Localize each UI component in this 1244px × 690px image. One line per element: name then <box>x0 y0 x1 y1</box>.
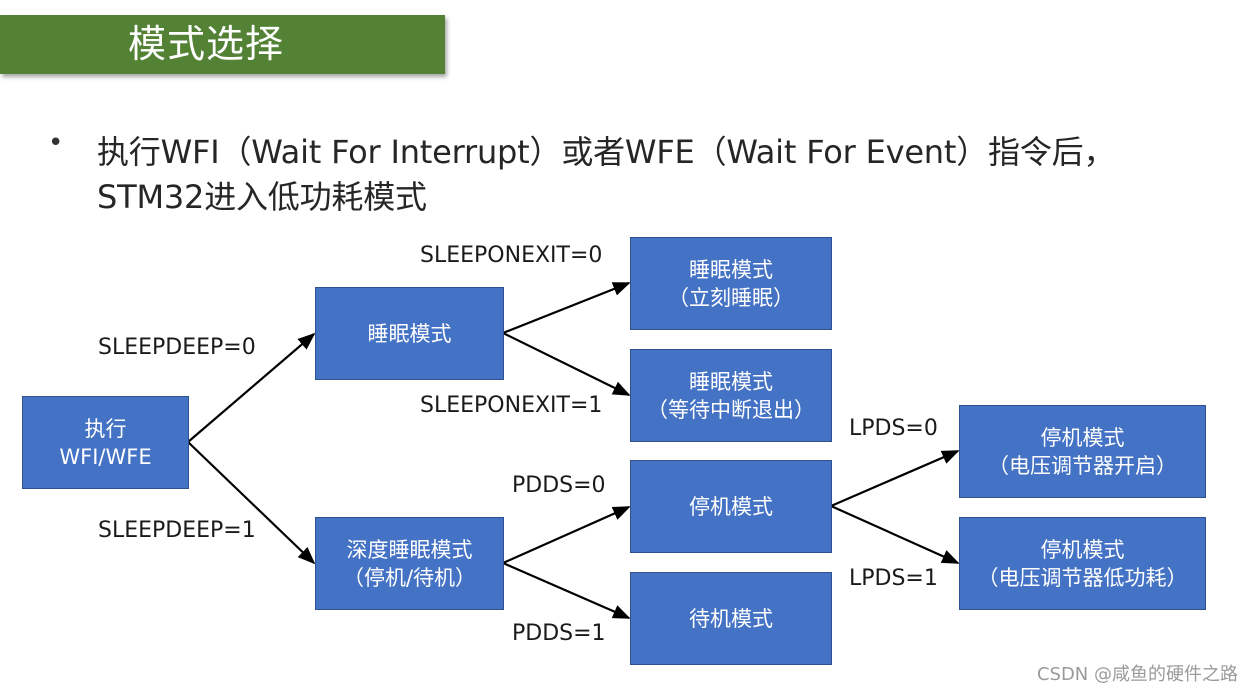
node-sleep-now: 睡眠模式 （立刻睡眠） <box>630 237 832 330</box>
node-sleepnow-line1: 睡眠模式 <box>689 257 773 282</box>
title-bar: 模式选择 <box>0 15 445 74</box>
arrow-sleep-to-sleepnow <box>502 281 631 335</box>
label-lpds-1: LPDS=1 <box>849 566 938 591</box>
label-pdds-0: PDDS=0 <box>512 473 606 498</box>
node-sleepnow-line2: （立刻睡眠） <box>668 285 794 310</box>
label-sleeponexit-0: SLEEPONEXIT=0 <box>420 243 603 268</box>
node-sleep-mode: 睡眠模式 <box>315 287 504 380</box>
arrow-sleep-to-sleepexit <box>502 332 631 396</box>
label-sleeponexit-1: SLEEPONEXIT=1 <box>420 393 603 418</box>
bullet-line-1: 执行WFI（Wait For Interrupt）或者WFE（Wait For … <box>97 133 1116 171</box>
node-deepsleep-line1: 深度睡眠模式 <box>346 537 473 562</box>
watermark: CSDN @咸鱼的硬件之路 <box>1036 664 1238 685</box>
arrow-exec-to-sleep <box>187 332 316 443</box>
node-reglow-line1: 停机模式 <box>1040 537 1125 562</box>
node-standby-mode: 待机模式 <box>630 572 832 665</box>
node-stop-line1: 停机模式 <box>689 494 773 519</box>
node-stop-regulator-low: 停机模式 （电压调节器低功耗） <box>959 517 1206 610</box>
node-sleepexit-line1: 睡眠模式 <box>689 369 773 394</box>
label-pdds-1: PDDS=1 <box>512 621 606 646</box>
node-exec-line2: WFI/WFE <box>59 444 152 469</box>
node-exec-wfi-wfe: 执行 WFI/WFE <box>22 396 189 489</box>
node-reglow-line2: （电压调节器低功耗） <box>977 565 1188 590</box>
node-stop-regulator-on: 停机模式 （电压调节器开启） <box>959 405 1206 498</box>
node-sleep-on-exit: 睡眠模式 （等待中断退出） <box>630 349 832 442</box>
page-title: 模式选择 <box>128 22 285 66</box>
node-standby-line1: 待机模式 <box>689 606 773 631</box>
arrow-stop-to-reglow <box>830 504 960 565</box>
arrow-deepsleep-to-stop <box>502 505 631 565</box>
node-regon-line1: 停机模式 <box>1040 425 1125 450</box>
node-stop-mode: 停机模式 <box>630 460 832 553</box>
node-sleepexit-line2: （等待中断退出） <box>647 397 815 422</box>
arrow-stop-to-regon <box>830 449 960 508</box>
node-regon-line2: （电压调节器开启） <box>988 453 1177 478</box>
arrow-exec-to-deepsleep <box>187 441 316 565</box>
bullet-text: 执行WFI（Wait For Interrupt）或者WFE（Wait For … <box>97 130 1207 220</box>
label-lpds-0: LPDS=0 <box>849 416 938 441</box>
bullet-marker: • <box>48 128 64 158</box>
node-exec-line1: 执行 <box>84 416 127 441</box>
label-sleepdeep-1: SLEEPDEEP=1 <box>98 518 256 543</box>
node-deepsleep-line2: （停机/待机） <box>342 565 477 590</box>
bullet-line-2: STM32进入低功耗模式 <box>97 178 427 216</box>
node-deep-sleep-mode: 深度睡眠模式 （停机/待机） <box>315 517 504 610</box>
label-sleepdeep-0: SLEEPDEEP=0 <box>98 335 256 360</box>
arrow-deepsleep-to-standby <box>502 561 631 620</box>
node-sleep-line1: 睡眠模式 <box>367 321 452 346</box>
